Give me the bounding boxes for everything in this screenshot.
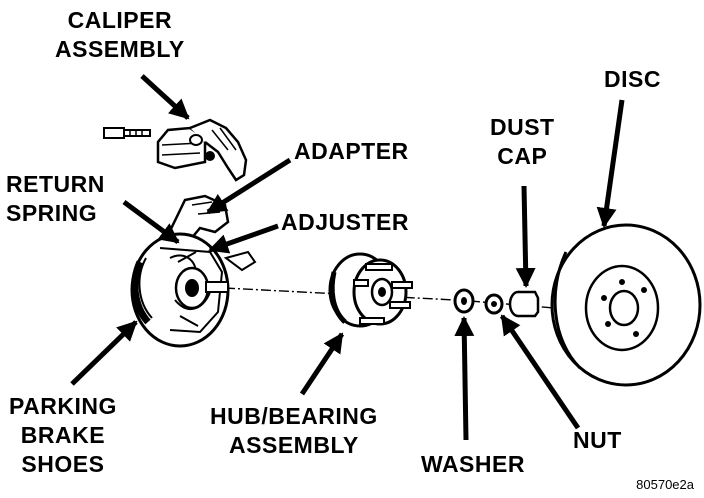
label-hub-line1: HUB/BEARING [210, 403, 378, 429]
washer [453, 288, 475, 314]
dust-cap [508, 290, 540, 318]
label-adapter: ADAPTER [294, 138, 409, 164]
label-parking-line2: BRAKE [20, 422, 106, 448]
figure-id: 80570e2a [636, 477, 694, 492]
label-return-spring: RETURN SPRING [6, 170, 105, 228]
arrow-caliper [140, 74, 190, 120]
label-parking-line3: SHOES [21, 451, 105, 477]
label-dust-line2: CAP [497, 143, 548, 169]
arrow-nut [499, 314, 581, 430]
label-dust-line1: DUST [490, 114, 555, 140]
disc [550, 223, 702, 387]
arrow-parking-shoes [70, 320, 138, 386]
caliper-assembly [156, 118, 248, 182]
label-nut: NUT [573, 427, 622, 453]
label-dust-cap: DUST CAP [490, 113, 555, 171]
label-hub-bearing-assembly: HUB/BEARING ASSEMBLY [210, 402, 378, 460]
caliper-bolt [103, 127, 151, 139]
label-caliper-assembly: CALIPER ASSEMBLY [55, 6, 185, 64]
hub-bearing [328, 252, 413, 328]
label-caliper-line1: CALIPER [67, 7, 173, 33]
label-parking-brake-shoes: PARKING BRAKE SHOES [9, 392, 117, 479]
nut [484, 293, 504, 315]
label-caliper-line2: ASSEMBLY [55, 36, 185, 62]
arrow-adapter [206, 157, 292, 215]
label-washer: WASHER [421, 451, 525, 477]
leader-arrows [70, 74, 625, 441]
label-hub-line2: ASSEMBLY [229, 432, 359, 458]
label-parking-line1: PARKING [9, 393, 117, 419]
label-adjuster: ADJUSTER [281, 209, 409, 235]
label-return-line2: SPRING [6, 200, 98, 226]
label-return-line1: RETURN [6, 171, 105, 197]
arrow-adjuster [208, 223, 279, 254]
arrow-dust-cap [515, 185, 536, 288]
arrow-disc [596, 99, 625, 228]
backing-plate [130, 232, 257, 348]
arrow-return-spring [122, 199, 180, 245]
label-disc: DISC [604, 66, 661, 92]
arrow-washer [454, 316, 475, 441]
arrow-hub [299, 332, 345, 396]
